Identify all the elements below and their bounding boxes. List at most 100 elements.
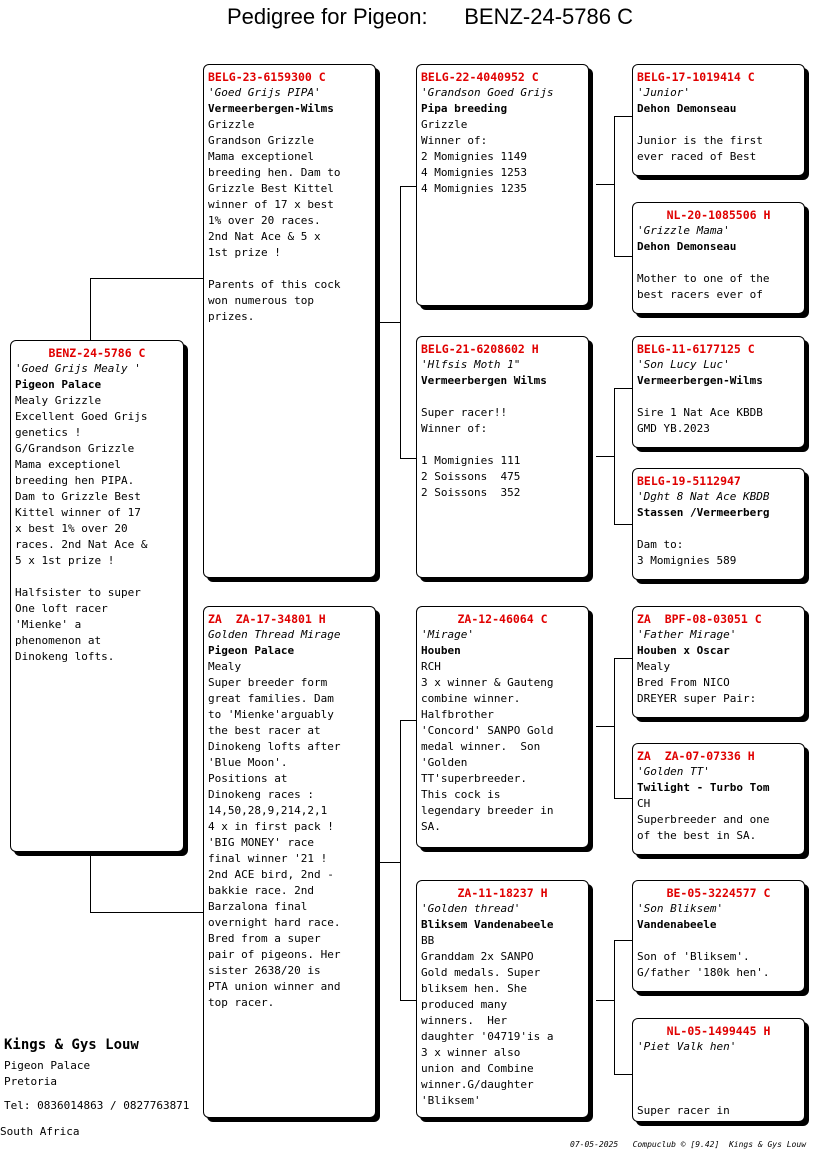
sire-sire-card[interactable]: BELG-22-4040952 C 'Grandson Goed Grijs P… [416,64,589,306]
pigeon-name: 'Goed Grijs PIPA' [208,86,321,99]
breeder: Pipa breeding [421,102,508,115]
pigeon-notes: Sire 1 Nat Ace KBDB GMD YB.2023 [637,406,763,435]
pigeon-name: 'Grizzle Mama' [637,224,730,237]
owner-name: Kings & Gys Louw [4,1037,139,1053]
breeder: Pigeon Palace [15,378,102,391]
connector-line [90,912,204,913]
dam-dam-sire-card[interactable]: BE-05-3224577 C 'Son Bliksem' Vandenabee… [632,880,805,992]
breeder: Dehon Demonseau [637,102,737,115]
connector-line [400,186,417,187]
ring-number: NL-20-1085506 H [666,208,771,222]
pigeon-name: 'Grandson Goed Grijs [421,86,554,99]
connector-line [614,116,615,256]
dam-dam-card[interactable]: ZA-11-18237 H 'Golden thread' Bliksem Va… [416,880,589,1118]
breeder: Dehon Demonseau [637,240,737,253]
breeder: Vermeerbergen-Wilms [208,102,334,115]
connector-line [596,1000,615,1001]
ring-number: ZA ZA-07-07336 H [637,749,755,763]
breeder: Vandenabeele [637,918,717,931]
connector-line [400,458,417,459]
ring-number: ZA-11-18237 H [457,886,548,900]
breeder: Houben [421,644,461,657]
connector-line [614,524,633,525]
dam-sire-card[interactable]: ZA-12-46064 C 'Mirage' Houben RCH 3 x wi… [416,606,589,848]
ring-number: BELG-11-6177125 C [637,342,755,356]
breeder: Houben x Oscar [637,644,730,657]
connector-line [614,116,633,117]
owner-country: South Africa [0,1125,80,1138]
connector-line [400,720,401,1000]
pigeon-notes: Grizzle Winner of: 2 Momignies 1149 4 Mo… [421,118,527,195]
sire-sire-dam-card[interactable]: NL-20-1085506 H 'Grizzle Mama' Dehon Dem… [632,202,805,314]
pigeon-notes: CH Superbreeder and one of the best in S… [637,797,770,842]
pigeon-name: 'Golden TT' [637,765,710,778]
ring-number: BELG-22-4040952 C [421,70,539,84]
connector-line [90,852,91,912]
pigeon-name: 'Son Lucy Luc' [637,358,730,371]
breeder: Bliksem Vandenabeele [421,918,554,931]
subject-card[interactable]: BENZ-24-5786 C 'Goed Grijs Mealy ' Pigeo… [10,340,184,852]
breeder: Vermeerbergen-Wilms [637,374,763,387]
pigeon-name: 'Son Bliksem' [637,902,724,915]
connector-line [90,278,204,279]
pigeon-name: 'Goed Grijs Mealy ' [15,362,141,375]
pigeon-notes: RCH 3 x winner & Gauteng combine winner.… [421,660,554,833]
breeder: Pigeon Palace [208,644,295,657]
connector-line [400,720,417,721]
footer-text: 07-05-2025 Compuclub © [9.42] Kings & Gy… [570,1140,807,1149]
connector-line [596,184,615,185]
sire-dam-dam-card[interactable]: BELG-19-5112947 'Dght 8 Nat Ace KBDB Sta… [632,468,805,580]
connector-line [614,658,615,798]
ring-number: BENZ-24-5786 C [48,346,146,360]
ring-number: ZA ZA-17-34801 H [208,612,326,626]
connector-line [376,322,401,323]
connector-line [614,940,615,1074]
dam-sire-dam-card[interactable]: ZA ZA-07-07336 H 'Golden TT' Twilight - … [632,743,805,855]
connector-line [614,658,633,659]
ring-number: BELG-17-1019414 C [637,70,755,84]
pigeon-name: 'Junior' [637,86,690,99]
breeder: Stassen /Vermeerberg [637,506,770,519]
pigeon-name: 'Golden thread' [421,902,521,915]
pigeon-name: 'Hlfsis Moth 1" [421,358,521,371]
dam-sire-sire-card[interactable]: ZA BPF-08-03051 C 'Father Mirage' Houben… [632,606,805,718]
sire-card[interactable]: BELG-23-6159300 C 'Goed Grijs PIPA' Verm… [203,64,376,578]
ring-number: BELG-21-6208602 H [421,342,539,356]
connector-line [596,456,615,457]
ring-number: ZA BPF-08-03051 C [637,612,762,626]
pigeon-name: 'Piet Valk hen' [637,1040,737,1053]
sire-dam-sire-card[interactable]: BELG-11-6177125 C 'Son Lucy Luc' Vermeer… [632,336,805,448]
owner-loft: Pigeon Palace [4,1059,91,1072]
dam-card[interactable]: ZA ZA-17-34801 H Golden Thread Mirage Pi… [203,606,376,1118]
sire-sire-sire-card[interactable]: BELG-17-1019414 C 'Junior' Dehon Demonse… [632,64,805,176]
pigeon-notes: Grizzle Grandson Grizzle Mama exceptione… [208,118,341,323]
pigeon-name: 'Mirage' [421,628,474,641]
ring-number: NL-05-1499445 H [666,1024,771,1038]
page-title: Pedigree for Pigeon: BENZ-24-5786 C [227,4,633,29]
owner-city: Pretoria [4,1075,57,1088]
owner-info: Kings & Gys Louw Pigeon Palace Pretoria … [4,1036,189,1114]
ring-number: ZA-12-46064 C [457,612,548,626]
ring-number: BELG-19-5112947 [637,474,741,488]
pigeon-notes: Mealy Grizzle Excellent Goed Grijs genet… [15,394,148,663]
owner-phone: Tel: 0836014863 / 0827763871 [4,1099,190,1112]
pigeon-notes: Son of 'Bliksem'. G/father '180k hen'. [637,950,770,979]
sire-dam-card[interactable]: BELG-21-6208602 H 'Hlfsis Moth 1" Vermee… [416,336,589,578]
pigeon-notes: Dam to: 3 Momignies 589 [637,538,737,567]
connector-line [614,940,633,941]
connector-line [614,388,633,389]
pigeon-notes: BB Granddam 2x SANPO Gold medals. Super … [421,934,554,1107]
pigeon-name: 'Dght 8 Nat Ace KBDB [637,490,770,503]
breeder: Vermeerbergen Wilms [421,374,547,387]
dam-dam-dam-card[interactable]: NL-05-1499445 H 'Piet Valk hen' Super ra… [632,1018,805,1122]
ring-number: BE-05-3224577 C [666,886,771,900]
connector-line [400,1000,417,1001]
connector-line [614,1074,633,1075]
pigeon-notes: Mealy Super breeder form great families.… [208,660,341,1009]
pigeon-notes: Mealy Bred From NICO DREYER super Pair: [637,660,757,705]
pigeon-notes: Junior is the first ever raced of Best [637,134,763,163]
pigeon-name: 'Father Mirage' [637,628,737,641]
pigeon-name: Golden Thread Mirage [208,628,341,641]
connector-line [614,798,633,799]
connector-line [596,726,615,727]
